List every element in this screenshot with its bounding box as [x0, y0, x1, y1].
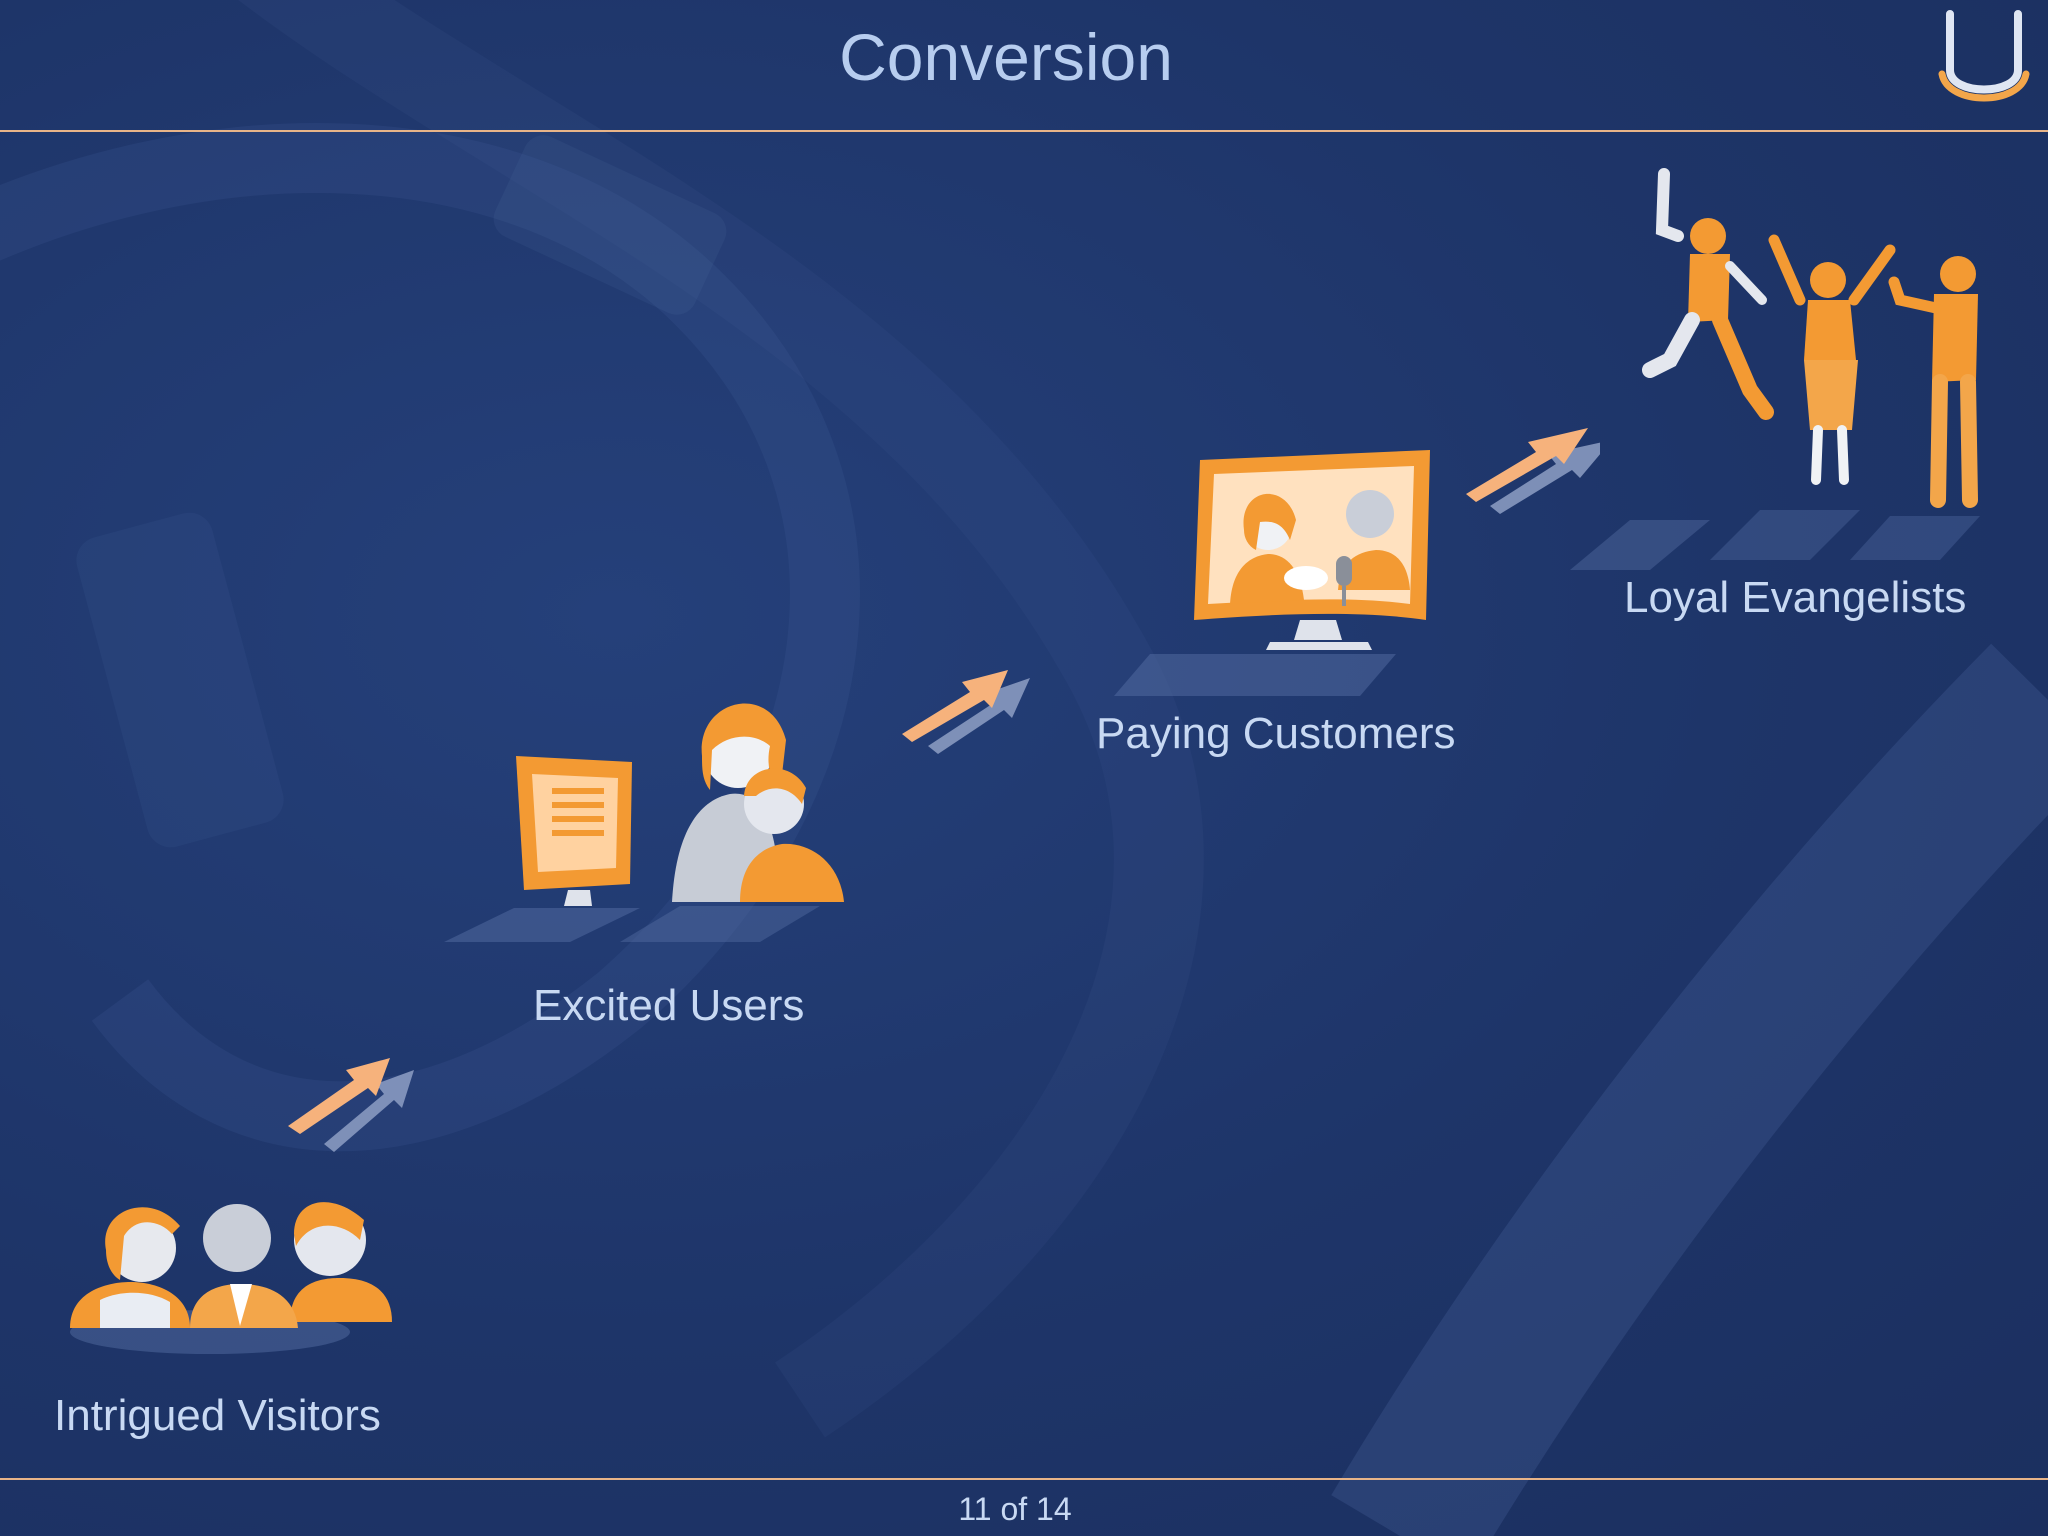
- step-label-loyal-evangelists: Loyal Evangelists: [1624, 573, 1967, 622]
- page-number: 11 of 14: [958, 1491, 1072, 1527]
- people-group-icon: [70, 1202, 392, 1354]
- footer-rule: [0, 1478, 2048, 1480]
- step-label-excited-users: Excited Users: [533, 981, 805, 1030]
- step-label-paying-customers: Paying Customers: [1096, 709, 1456, 758]
- slide-header: Conversion: [0, 0, 2048, 131]
- celebrating-people-icon: [1570, 168, 1980, 570]
- video-call-monitor-icon: [1114, 450, 1430, 696]
- horseshoe-logo-icon: [1938, 10, 2030, 102]
- slide-title: Conversion: [839, 20, 1173, 94]
- header-rule: [0, 130, 2048, 132]
- arrow-up-right-icon: [902, 670, 1030, 754]
- step-label-intrigued-visitors: Intrigued Visitors: [54, 1391, 381, 1440]
- users-at-computer-icon: [444, 703, 844, 942]
- arrow-up-right-icon: [288, 1058, 414, 1152]
- arrow-up-right-icon: [1466, 428, 1600, 514]
